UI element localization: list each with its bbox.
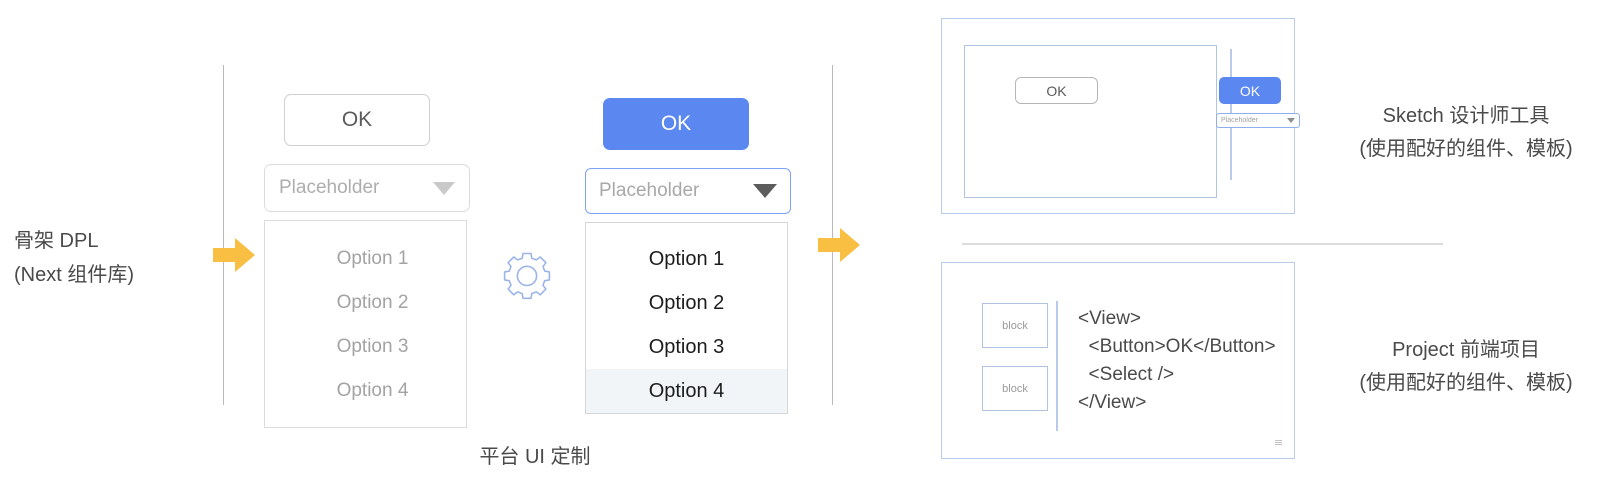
skeleton-component-group: OK Placeholder Option 1 Option 2 Option …	[264, 94, 474, 428]
list-item[interactable]: Option 4	[265, 369, 466, 413]
panels-divider	[962, 243, 1443, 245]
divider-rule-right	[832, 65, 833, 405]
skeleton-ok-button[interactable]: OK	[284, 94, 430, 146]
left-caption-line-2: (Next 组件库)	[14, 264, 134, 286]
sketch-palette-select-placeholder: Placeholder	[1221, 117, 1258, 124]
project-caption-line-1: Project 前端项目	[1392, 339, 1540, 361]
bottom-caption: 平台 UI 定制	[479, 446, 591, 468]
project-panel: block block <View> <Button>OK</Button> <…	[941, 262, 1295, 459]
themed-ok-button-label: OK	[660, 112, 692, 135]
list-item[interactable]: Option 3	[586, 325, 787, 369]
list-item[interactable]: Option 1	[586, 237, 787, 281]
themed-ok-button[interactable]: OK	[603, 98, 749, 150]
project-panel-divider	[1056, 301, 1058, 431]
sketch-palette-ok-button[interactable]: OK	[1219, 77, 1281, 104]
list-item-label: Option 4	[336, 380, 409, 401]
project-block-2-label: block	[1002, 382, 1028, 395]
arrow-right-icon-1	[211, 232, 257, 278]
left-caption: 骨架 DPL (Next 组件库)	[14, 224, 214, 292]
chevron-down-icon	[1287, 118, 1295, 123]
chevron-down-icon	[433, 181, 455, 195]
sketch-panel: OK OK Placeholder	[941, 18, 1300, 214]
project-block-2[interactable]: block	[982, 366, 1048, 411]
skeleton-select[interactable]: Placeholder	[264, 164, 470, 212]
sketch-caption-line-2: (使用配好的组件、模板)	[1359, 138, 1573, 160]
list-item-label: Option 2	[648, 291, 725, 314]
sketch-canvas-frame	[964, 45, 1217, 198]
sketch-canvas-ok-button[interactable]: OK	[1015, 77, 1098, 104]
skeleton-select-placeholder: Placeholder	[279, 177, 380, 198]
gear-icon	[500, 248, 554, 302]
list-item-label: Option 1	[648, 247, 725, 270]
skeleton-option-list[interactable]: Option 1 Option 2 Option 3 Option 4	[264, 220, 467, 428]
sketch-palette-ok-button-label: OK	[1239, 82, 1261, 99]
sketch-palette-select[interactable]: Placeholder	[1216, 113, 1300, 128]
list-item-label: Option 3	[336, 336, 409, 357]
list-item-label: Option 3	[648, 335, 725, 358]
list-item-label: Option 2	[336, 292, 409, 313]
skeleton-ok-button-label: OK	[341, 108, 373, 131]
list-item[interactable]: Option 1	[265, 237, 466, 281]
divider-rule-left	[223, 65, 224, 405]
chevron-down-icon	[753, 184, 777, 198]
project-block-1-label: block	[1002, 319, 1028, 332]
themed-option-list[interactable]: Option 1 Option 2 Option 3 Option 4	[585, 222, 788, 414]
sketch-canvas-ok-button-label: OK	[1046, 82, 1067, 99]
sketch-caption: Sketch 设计师工具 (使用配好的组件、模板)	[1335, 100, 1597, 166]
themed-select-placeholder: Placeholder	[599, 180, 700, 201]
list-item-label: Option 4	[648, 379, 725, 402]
left-caption-line-1: 骨架 DPL	[14, 230, 99, 252]
project-caption-line-2: (使用配好的组件、模板)	[1359, 372, 1573, 394]
themed-component-group: OK Placeholder Option 1 Option 2 Option …	[585, 98, 795, 414]
sketch-caption-line-1: Sketch 设计师工具	[1382, 105, 1550, 127]
list-item[interactable]: Option 2	[586, 281, 787, 325]
list-item-label: Option 1	[336, 248, 409, 269]
project-code-snippet: <View> <Button>OK</Button> <Select /> </…	[1078, 308, 1276, 413]
themed-select[interactable]: Placeholder	[585, 168, 791, 214]
project-block-1[interactable]: block	[982, 303, 1048, 348]
project-caption: Project 前端项目 (使用配好的组件、模板)	[1335, 334, 1597, 400]
arrow-right-icon-2	[816, 222, 862, 268]
list-item-selected[interactable]: Option 4	[586, 369, 787, 413]
list-item[interactable]: Option 3	[265, 325, 466, 369]
list-item[interactable]: Option 2	[265, 281, 466, 325]
resize-handle-icon[interactable]	[1275, 440, 1282, 446]
